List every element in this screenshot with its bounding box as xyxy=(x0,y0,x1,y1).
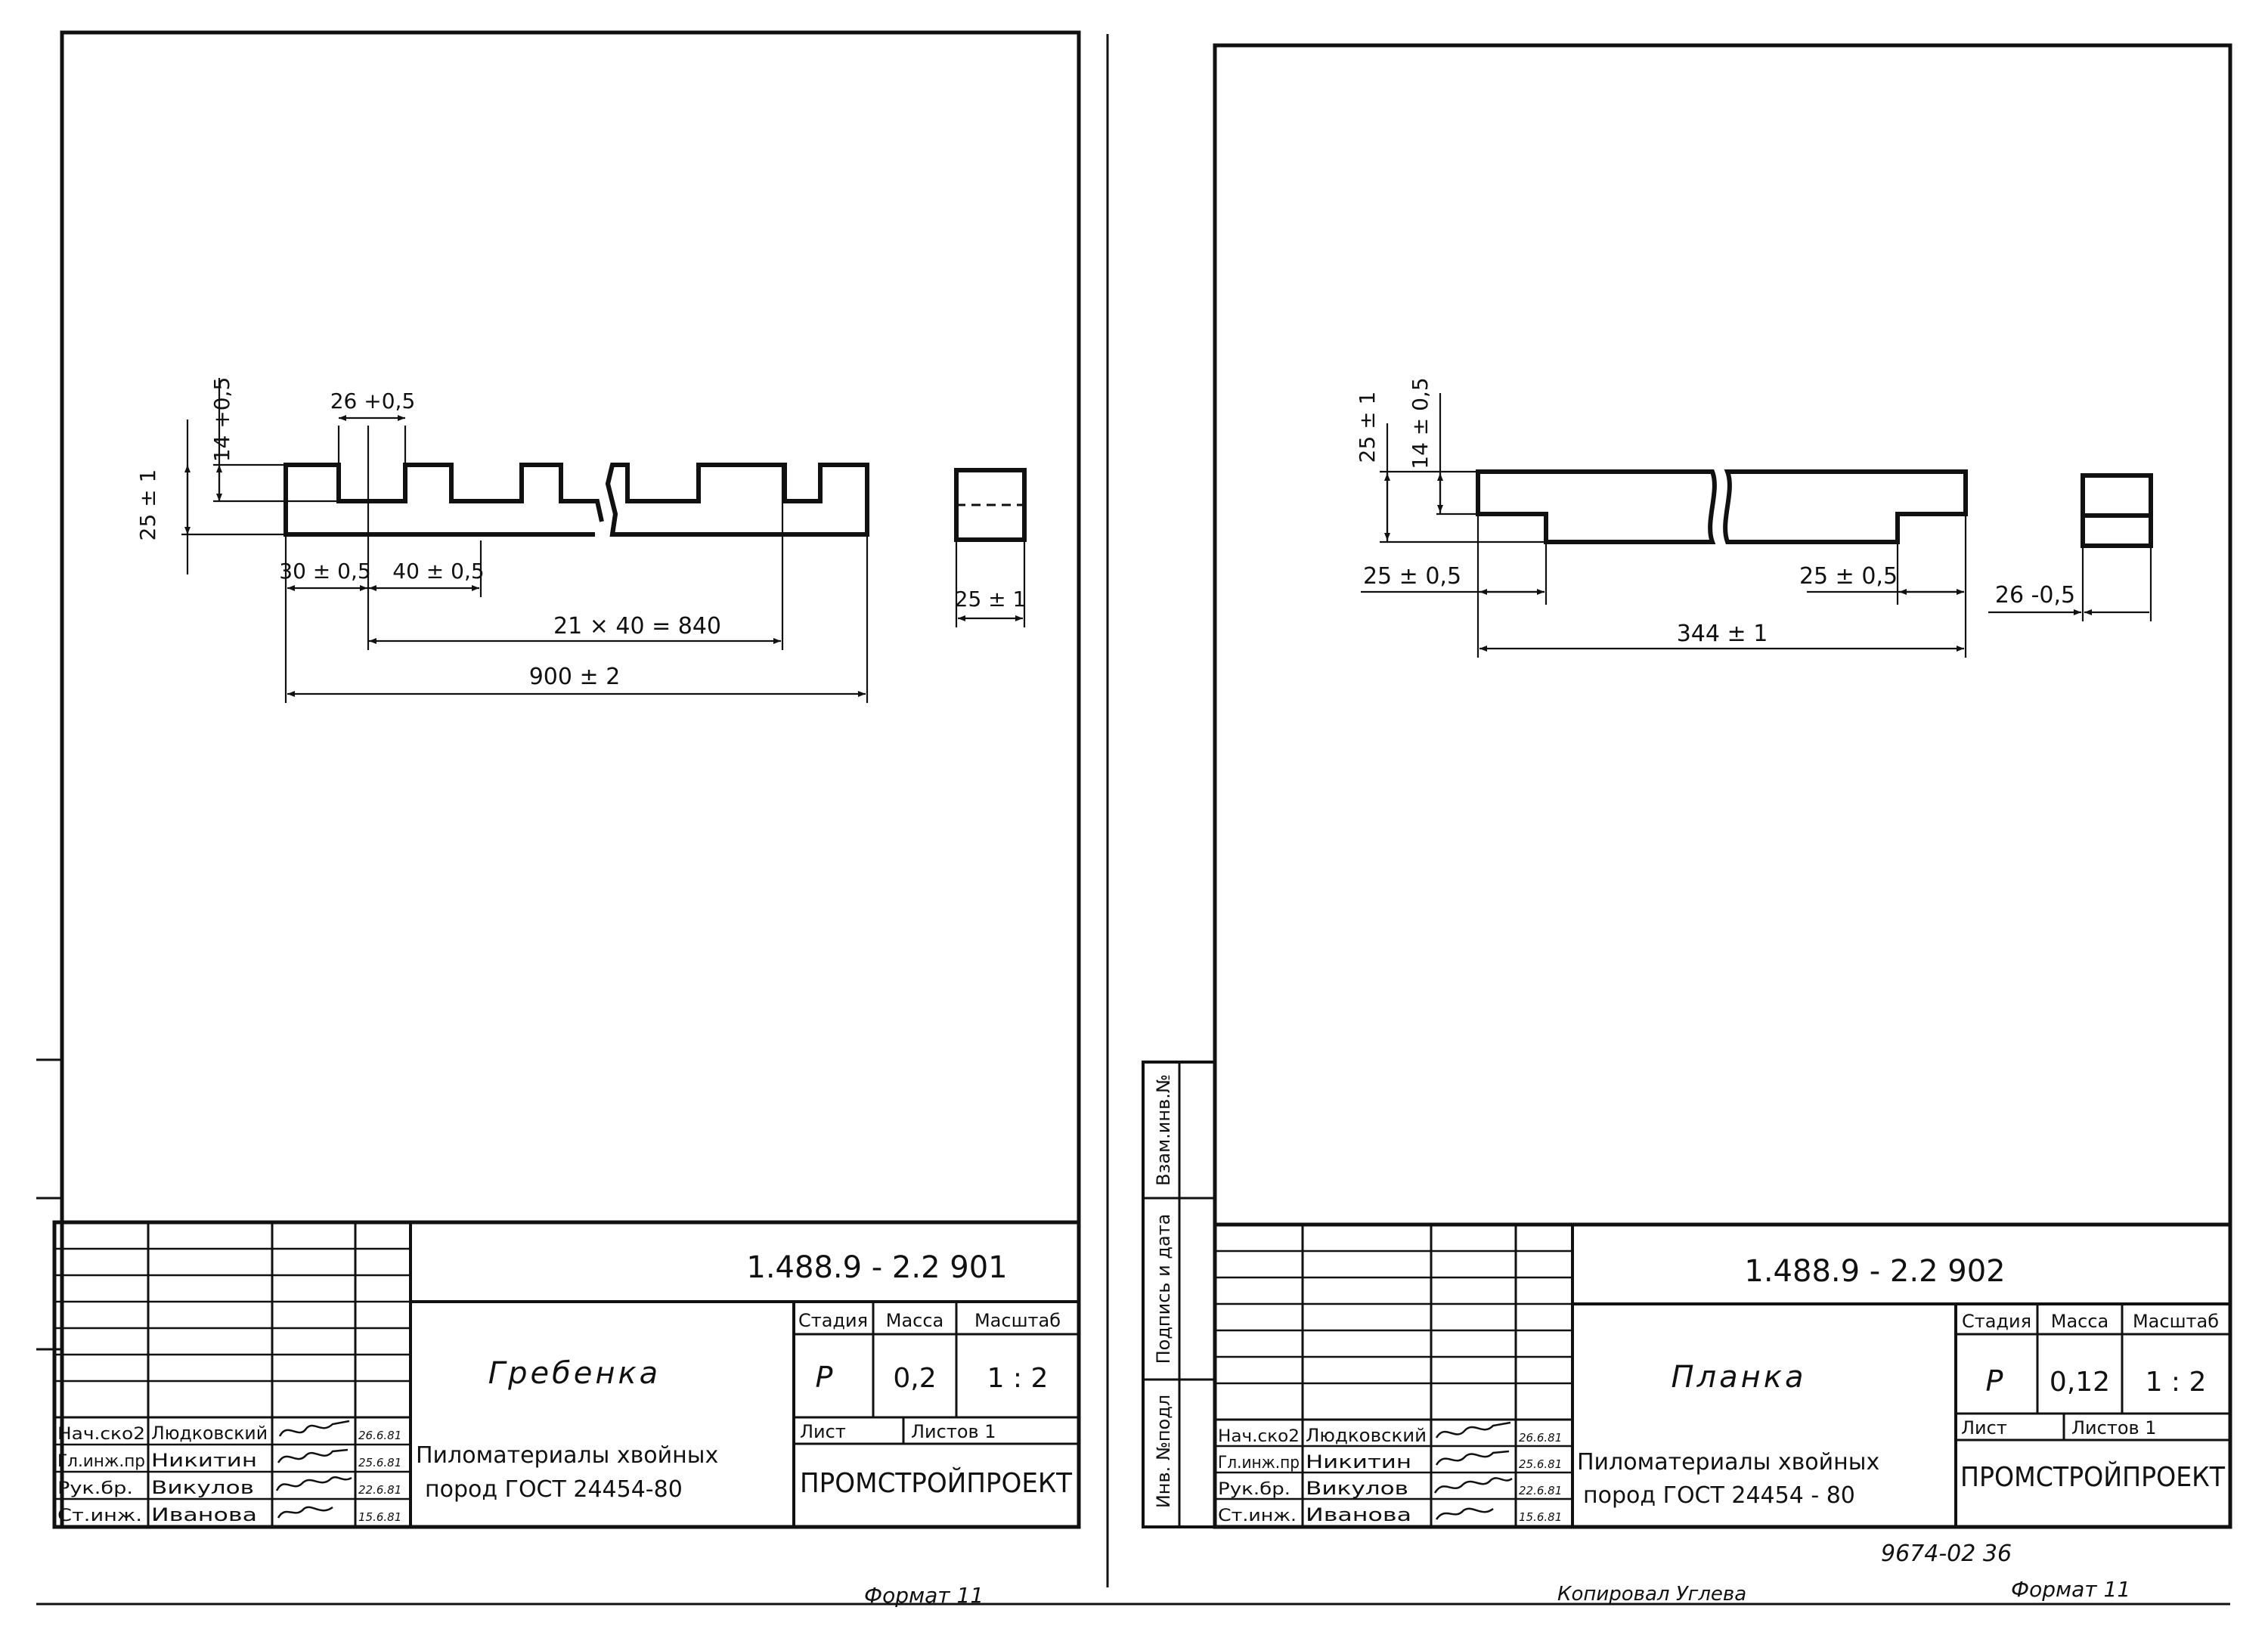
dim-strip-height: 25 ± 1 xyxy=(1355,392,1380,463)
signer-name: Никитин xyxy=(1306,1451,1411,1473)
sheet-left: 25 ± 1 14 +0,5 26 +0,5 30 ± 0,5 40 ± 0,5… xyxy=(36,30,1081,1608)
signer-role: Нач.ско2 xyxy=(57,1425,145,1444)
signer-role: Рук.бр. xyxy=(57,1479,133,1498)
signer-date: 22.6.81 xyxy=(1519,1484,1562,1497)
sheet-label-left: Лист xyxy=(800,1421,846,1442)
signer-name: Никитин xyxy=(151,1450,257,1471)
signer-name: Викулов xyxy=(151,1477,254,1498)
dim-comb-height: 25 ± 1 xyxy=(135,469,160,541)
doc-number-right: 1.488.9 - 2.2 902 xyxy=(1744,1254,2005,1289)
signer-role: Нач.ско2 xyxy=(1218,1427,1300,1446)
signer-date: 15.6.81 xyxy=(1519,1510,1562,1524)
signer-date: 15.6.81 xyxy=(358,1510,401,1524)
mass-value-left: 0,2 xyxy=(893,1363,936,1394)
strip-profile xyxy=(1476,469,1717,544)
dim-strip-right-step: 25 ± 0,5 xyxy=(1799,563,1898,590)
sheet-right: 25 ± 1 14 ± 0,5 25 ± 0,5 25 ± 0,5 344 ± … xyxy=(1142,43,2232,1606)
org-left: ПРОМСТРОЙПРОЕКТ xyxy=(800,1467,1073,1499)
dim-strip-left-step: 25 ± 0,5 xyxy=(1363,563,1461,590)
format-label-right: Формат 11 xyxy=(2011,1577,2130,1602)
dim-strip-step-height: 14 ± 0,5 xyxy=(1408,377,1433,469)
signer-name: Иванова xyxy=(151,1504,257,1525)
side-stamp: Инв. №подл Подпись и дата Взам.инв.№ xyxy=(1142,1061,1216,1528)
doc-number-left: 1.488.9 - 2.2 901 xyxy=(746,1250,1007,1285)
signer-date: 26.6.81 xyxy=(358,1429,401,1442)
scale-value-left: 1 : 2 xyxy=(987,1363,1049,1394)
signer-name: Людковский xyxy=(151,1423,268,1444)
stage-value-left: Р xyxy=(816,1361,833,1394)
col-scale-right: Масштаб xyxy=(2133,1311,2219,1332)
material-line2-left: пород ГОСТ 24454-80 xyxy=(425,1476,683,1503)
signer-date: 26.6.81 xyxy=(1519,1431,1562,1445)
col-scale-left: Масштаб xyxy=(974,1310,1061,1331)
col-stage-left: Стадия xyxy=(798,1310,868,1331)
stamp-vzam-inv: Взам.инв.№ xyxy=(1153,1074,1174,1186)
signer-date: 25.6.81 xyxy=(1519,1457,1562,1471)
stamp-inv-podl: Инв. №подл xyxy=(1153,1395,1174,1508)
col-mass-left: Масса xyxy=(886,1310,944,1331)
col-mass-right: Масса xyxy=(2051,1311,2109,1332)
title-block-left: 1.488.9 - 2.2 901 Гребенка Стадия Масса … xyxy=(52,1220,1081,1529)
dim-comb-length: 900 ± 2 xyxy=(529,664,621,690)
dim-comb-first-offset: 30 ± 0,5 xyxy=(279,559,370,584)
signatures-left xyxy=(275,1420,352,1519)
signer-name: Викулов xyxy=(1306,1478,1408,1499)
copied-by: Копировал Углева xyxy=(1557,1583,1746,1606)
dim-strip-length: 344 ± 1 xyxy=(1677,621,1768,647)
part-name-right: Планка xyxy=(1672,1360,1807,1395)
stamp-signature-date: Подпись и дата xyxy=(1153,1214,1174,1364)
part-name-left: Гребенка xyxy=(488,1356,661,1391)
comb-profile xyxy=(284,463,869,537)
signer-role: Ст.инж. xyxy=(1218,1507,1297,1525)
signer-role: Ст.инж. xyxy=(57,1507,142,1525)
dim-comb-tooth-height: 14 +0,5 xyxy=(209,377,234,463)
title-block-right: 1.488.9 - 2.2 902 Планка Стадия Масса Ма… xyxy=(1213,1222,2232,1529)
signatures-right xyxy=(1433,1421,1513,1520)
signer-date: 25.6.81 xyxy=(358,1456,401,1469)
signer-name: Людковский xyxy=(1306,1425,1427,1446)
strip-section xyxy=(2081,473,2153,548)
material-line1-left: Пиломатериалы хвойных xyxy=(416,1442,718,1469)
footer-number: 9674-02 36 xyxy=(1881,1541,2012,1567)
scale-value-right: 1 : 2 xyxy=(2146,1367,2207,1398)
material-line1-right: Пиломатериалы хвойных xyxy=(1577,1449,1879,1476)
sheet-label-right: Лист xyxy=(1961,1417,2007,1438)
dim-comb-pitch: 40 ± 0,5 xyxy=(392,559,484,584)
signer-date: 22.6.81 xyxy=(358,1483,401,1497)
signer-role: Гл.инж.пр xyxy=(1218,1454,1300,1473)
material-line2-right: пород ГОСТ 24454 - 80 xyxy=(1583,1482,1855,1509)
dim-comb-tooth-width: 26 +0,5 xyxy=(330,389,416,413)
dim-strip-section-width: 26 -0,5 xyxy=(1995,582,2075,609)
sheets-label-right: Листов 1 xyxy=(2071,1417,2157,1438)
mass-value-right: 0,12 xyxy=(2050,1367,2110,1398)
signer-role: Рук.бр. xyxy=(1218,1480,1290,1499)
col-stage-right: Стадия xyxy=(1962,1311,2031,1332)
signer-name: Иванова xyxy=(1306,1504,1411,1525)
org-right: ПРОМСТРОЙПРОЕКТ xyxy=(1960,1461,2226,1493)
dim-comb-pitch-total: 21 × 40 = 840 xyxy=(553,613,721,639)
dim-comb-section-width: 25 ± 1 xyxy=(955,587,1027,612)
signer-role: Гл.инж.пр xyxy=(57,1452,145,1471)
stage-value-right: Р xyxy=(1986,1364,2003,1398)
sheets-label-left: Листов 1 xyxy=(911,1421,996,1442)
